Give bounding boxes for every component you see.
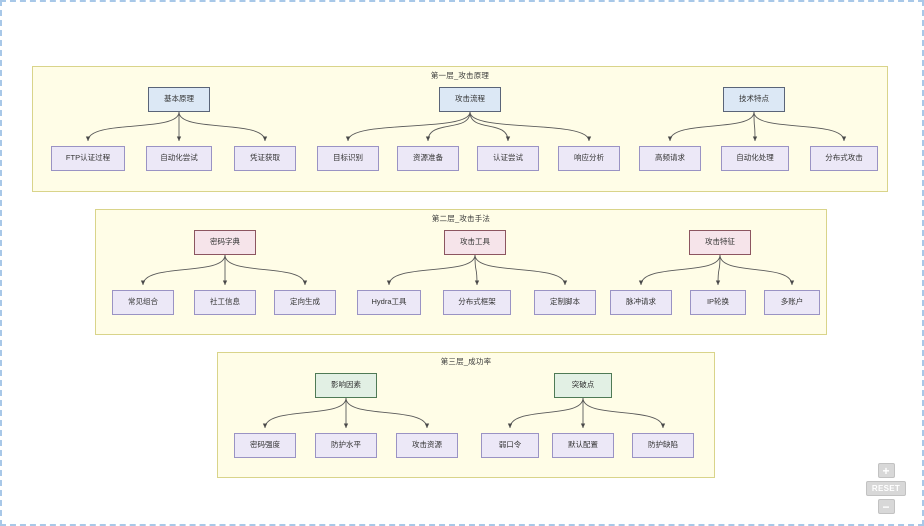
- leaf-node-3-2-2[interactable]: 默认配置: [552, 433, 614, 458]
- leaf-node-1-3-3[interactable]: 分布式攻击: [810, 146, 878, 171]
- leaf-node-3-1-1[interactable]: 密码强度: [234, 433, 296, 458]
- leaf-node-2-1-2[interactable]: 社工信息: [194, 290, 256, 315]
- zoom-reset-button[interactable]: RESET: [866, 481, 906, 496]
- leaf-node-1-2-4[interactable]: 响应分析: [558, 146, 620, 171]
- leaf-node-2-2-2[interactable]: 分布式框架: [443, 290, 511, 315]
- root-node-1-3[interactable]: 技术特点: [723, 87, 785, 112]
- leaf-node-2-1-1[interactable]: 常见组合: [112, 290, 174, 315]
- leaf-node-1-3-2[interactable]: 自动化处理: [721, 146, 789, 171]
- zoom-out-button[interactable]: −: [877, 499, 895, 514]
- zoom-controls[interactable]: + RESET −: [866, 463, 906, 514]
- root-node-1-2[interactable]: 攻击流程: [439, 87, 501, 112]
- layer-container-1: 第一层_攻击原理: [32, 66, 888, 192]
- leaf-node-2-3-2[interactable]: IP轮换: [690, 290, 746, 315]
- layer-container-2: 第二层_攻击手法: [95, 209, 827, 335]
- root-node-2-2[interactable]: 攻击工具: [444, 230, 506, 255]
- leaf-node-3-1-2[interactable]: 防护水平: [315, 433, 377, 458]
- leaf-node-2-2-3[interactable]: 定制脚本: [534, 290, 596, 315]
- leaf-node-2-3-3[interactable]: 多账户: [764, 290, 820, 315]
- leaf-node-1-2-2[interactable]: 资源准备: [397, 146, 459, 171]
- root-node-3-2[interactable]: 突破点: [554, 373, 612, 398]
- layer-container-3: 第三层_成功率: [217, 352, 715, 478]
- leaf-node-2-2-1[interactable]: Hydra工具: [357, 290, 421, 315]
- leaf-node-1-3-1[interactable]: 高频请求: [639, 146, 701, 171]
- leaf-node-1-1-3[interactable]: 凭证获取: [234, 146, 296, 171]
- layer-title-2: 第二层_攻击手法: [431, 214, 491, 223]
- root-node-1-1[interactable]: 基本原理: [148, 87, 210, 112]
- layer-title-3: 第三层_成功率: [440, 357, 492, 366]
- root-node-2-3[interactable]: 攻击特征: [689, 230, 751, 255]
- leaf-node-3-2-3[interactable]: 防护缺陷: [632, 433, 694, 458]
- leaf-node-1-1-1[interactable]: FTP认证过程: [51, 146, 125, 171]
- zoom-in-button[interactable]: +: [877, 463, 895, 478]
- root-node-3-1[interactable]: 影响因素: [315, 373, 377, 398]
- leaf-node-3-2-1[interactable]: 弱口令: [481, 433, 539, 458]
- root-node-2-1[interactable]: 密码字典: [194, 230, 256, 255]
- leaf-node-2-3-1[interactable]: 脉冲请求: [610, 290, 672, 315]
- layer-title-1: 第一层_攻击原理: [430, 71, 490, 80]
- leaf-node-3-1-3[interactable]: 攻击资源: [396, 433, 458, 458]
- leaf-node-2-1-3[interactable]: 定向生成: [274, 290, 336, 315]
- leaf-node-1-2-1[interactable]: 目标识别: [317, 146, 379, 171]
- leaf-node-1-2-3[interactable]: 认证尝试: [477, 146, 539, 171]
- leaf-node-1-1-2[interactable]: 自动化尝试: [146, 146, 212, 171]
